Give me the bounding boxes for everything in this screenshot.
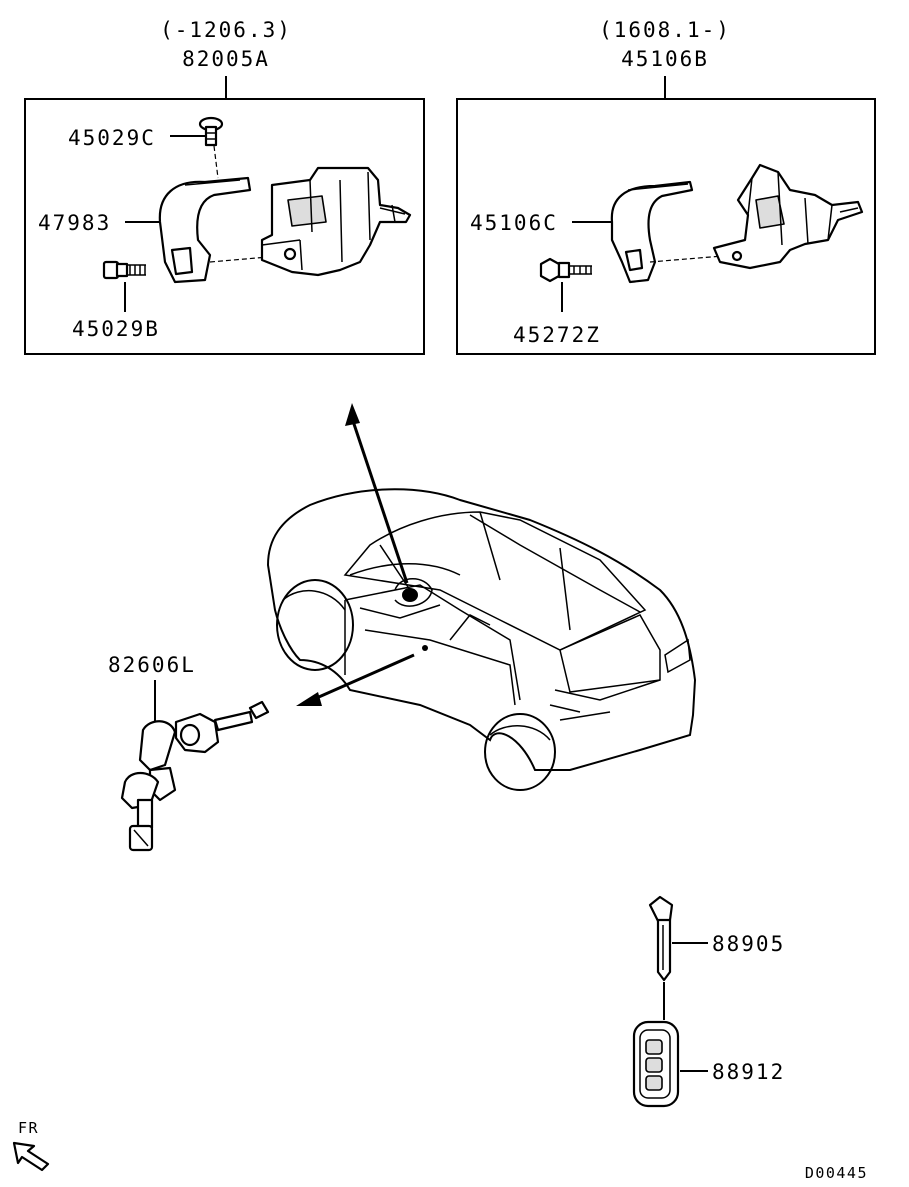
door-lock-cylinder-icon	[120, 700, 270, 852]
part-45029C-label[interactable]: 45029C	[68, 126, 156, 150]
part-45029B-label[interactable]: 45029B	[72, 317, 160, 341]
part-82606L-label[interactable]: 82606L	[108, 653, 196, 677]
diagram-code: D00445	[805, 1164, 868, 1182]
left-assembly-group: (-1206.3) 82005A 45029C 47983	[24, 18, 425, 355]
ignition-switch-housing-icon	[260, 166, 412, 277]
vehicle-outline	[266, 488, 697, 791]
bolt-45272Z-icon	[539, 257, 592, 283]
part-45272Z-label[interactable]: 45272Z	[513, 323, 601, 347]
right-date-range: (1608.1-)	[599, 18, 731, 42]
right-assembly-group: (1608.1-) 45106B 45106C 45272Z	[456, 18, 876, 355]
right-assembly-number[interactable]: 45106B	[621, 47, 709, 71]
door-lock-arrow	[296, 653, 415, 706]
door-lock-group: 82606L	[108, 653, 270, 852]
key-blade-group: 88905	[648, 895, 785, 1020]
part-47983-label[interactable]: 47983	[38, 211, 111, 235]
right-assembly-box	[456, 98, 876, 355]
screw-45029C-icon	[198, 116, 224, 179]
part-88912-label[interactable]: 88912	[712, 1060, 785, 1084]
bolt-45029B-icon	[102, 260, 146, 280]
ignition-arrow	[345, 403, 409, 584]
front-direction-marker: FR	[12, 1119, 50, 1172]
remote-key-icon	[632, 1020, 680, 1108]
ignition-location-icon	[402, 588, 418, 602]
part-45106C-label[interactable]: 45106C	[470, 211, 558, 235]
bracket-47983-icon	[158, 176, 281, 284]
part-88905-label[interactable]: 88905	[712, 932, 785, 956]
left-date-range: (-1206.3)	[160, 18, 292, 42]
left-assembly-number[interactable]: 82005A	[182, 47, 270, 71]
bracket-45106C-icon	[610, 180, 736, 284]
fr-label: FR	[18, 1119, 39, 1137]
remote-key-group: 88912	[632, 1020, 785, 1108]
steering-lock-housing-icon	[712, 163, 864, 270]
left-assembly-box	[24, 98, 425, 355]
key-blade-icon	[648, 895, 674, 982]
front-arrow-icon	[12, 1141, 50, 1172]
